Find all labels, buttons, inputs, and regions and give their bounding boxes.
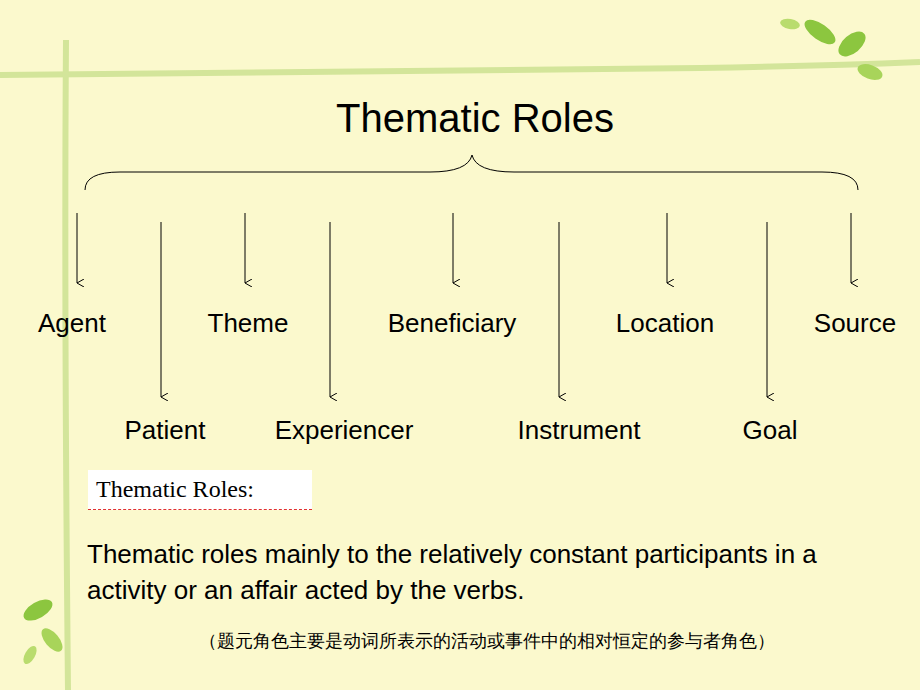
arrow xyxy=(77,213,851,397)
role-label: Beneficiary xyxy=(388,308,517,339)
role-label: Theme xyxy=(208,308,289,339)
chinese-note: （题元角色主要是动词所表示的活动或事件中的相对恒定的参与者角色） xyxy=(199,629,775,653)
role-label: Experiencer xyxy=(275,415,414,446)
role-label: Location xyxy=(616,308,714,339)
frame-line xyxy=(65,40,68,690)
role-label: Instrument xyxy=(518,415,641,446)
title: Thematic Roles xyxy=(336,96,614,141)
leaf-decoration xyxy=(20,595,66,666)
heading-box: Thematic Roles: xyxy=(88,470,312,510)
frame-line xyxy=(0,62,920,75)
role-label: Source xyxy=(814,308,896,339)
heading-text: Thematic Roles: xyxy=(96,476,304,503)
brace xyxy=(85,155,858,190)
leaf-decoration xyxy=(779,15,884,83)
role-label: Patient xyxy=(125,415,206,446)
role-label: Agent xyxy=(38,308,106,339)
role-label: Goal xyxy=(743,415,798,446)
definition-text: Thematic roles mainly to the relatively … xyxy=(87,536,902,608)
